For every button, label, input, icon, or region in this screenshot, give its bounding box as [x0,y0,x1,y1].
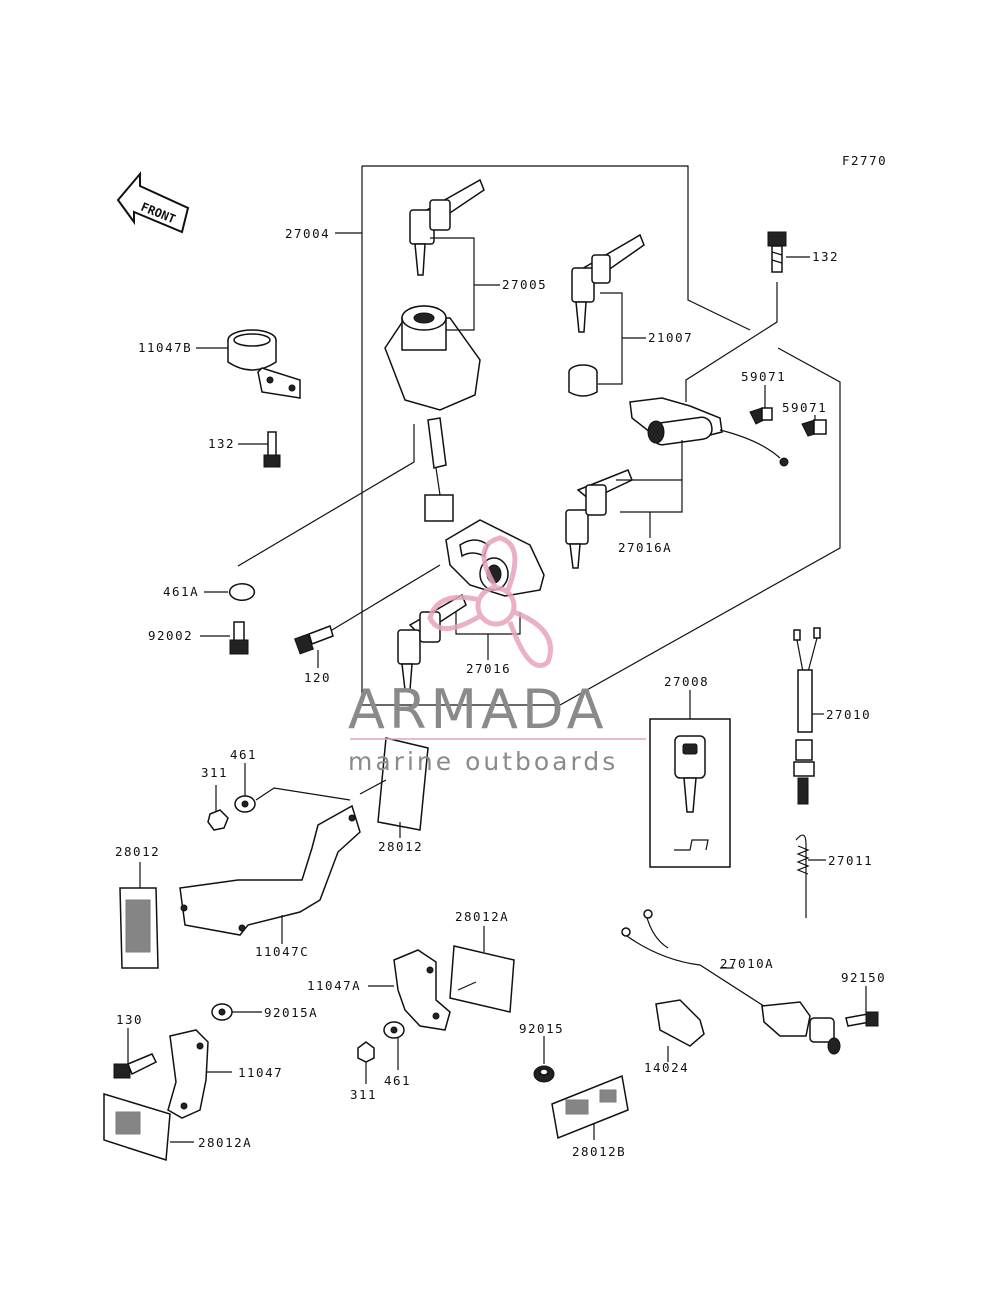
label-14024: 14024 [644,1060,689,1075]
ignition-switch-icon [384,305,481,522]
label-11047C: 11047C [255,944,309,959]
label-28012A-bottom: 28012A [198,1135,252,1150]
key-card-27008-icon [649,718,731,868]
label-27004: 27004 [285,226,330,241]
watermark-brand: ARMADA [348,678,608,741]
armada-watermark: ARMADA marine outboards [348,535,646,776]
nut-92015-icon [533,1065,555,1083]
plate-28012A-bottom-icon [103,1092,171,1162]
label-27008: 27008 [664,674,709,689]
nut-311-top-icon [207,809,229,831]
bolt-92002-icon [229,621,249,655]
bolt-132-left-icon [263,431,281,468]
washer-461A-icon [228,583,256,601]
label-92150: 92150 [841,970,886,985]
plate-28012A-mid-icon [449,945,515,1013]
bracket-11047C-icon [179,804,361,936]
washer-92015A-icon [211,1003,233,1021]
bolt-92150-icon [845,1011,879,1027]
label-120: 120 [304,670,331,685]
label-92015: 92015 [519,1021,564,1036]
switch-27010-icon [793,627,821,805]
label-28012-mid: 28012 [378,839,423,854]
plate-28012-left-icon [119,887,159,969]
label-27011: 27011 [828,853,873,868]
bolt-120-icon [294,625,334,655]
label-28012B: 28012B [572,1144,626,1159]
spring-27011-icon [795,834,810,918]
label-461-top: 461 [230,747,257,762]
clip-59071-a-icon [749,407,773,425]
front-arrow-icon: FRONT [116,171,190,234]
bracket-11047B-icon [227,329,301,399]
cover-14024-icon [655,999,705,1047]
label-92015A: 92015A [264,1005,318,1020]
label-21007: 21007 [648,330,693,345]
key-pair-27005-icon [409,178,485,276]
key-pair-27016A-icon [565,469,633,569]
propeller-logo-icon [427,535,553,668]
watermark-tagline: marine outboards [348,747,618,776]
nut-311-bottom-icon [357,1041,375,1063]
label-11047A: 11047A [307,978,361,993]
label-461-bottom: 461 [384,1073,411,1088]
label-11047B: 11047B [138,340,192,355]
label-27016A: 27016A [618,540,672,555]
label-28012A-mid: 28012A [455,909,509,924]
label-27005: 27005 [502,277,547,292]
washer-461-bottom-icon [383,1021,405,1039]
key-pair-21007-icon [568,233,645,397]
label-132-left: 132 [208,436,235,451]
label-27016: 27016 [466,661,511,676]
plate-28012B-icon [551,1074,629,1140]
plate-28012-mid-icon [377,737,429,831]
label-27010: 27010 [826,707,871,722]
helmet-lock-icon [629,397,789,467]
label-27010A: 27010A [720,956,774,971]
label-11047: 11047 [238,1065,283,1080]
label-59071-a: 59071 [741,369,786,384]
assembly-frame [335,165,841,706]
bracket-11047-icon [167,1029,209,1119]
bolt-132-top-icon [767,231,787,273]
label-311-top: 311 [201,765,228,780]
label-130: 130 [116,1012,143,1027]
label-132-top: 132 [812,249,839,264]
label-59071-b: 59071 [782,400,827,415]
clip-59071-b-icon [801,419,827,437]
label-311-bottom: 311 [350,1087,377,1102]
washer-461-top-icon [234,795,256,813]
bolt-130-icon [113,1053,158,1079]
switch-27010A-icon [621,909,841,1055]
figure-code: F2770 [842,153,887,168]
key-pair-27016-icon [397,593,467,691]
label-28012-left: 28012 [115,844,160,859]
label-461A: 461A [163,584,199,599]
bracket-11047A-icon [393,949,451,1031]
label-92002: 92002 [148,628,193,643]
part-labels: 27004 27005 21007 132 11047B 132 59071 5… [115,226,886,1159]
